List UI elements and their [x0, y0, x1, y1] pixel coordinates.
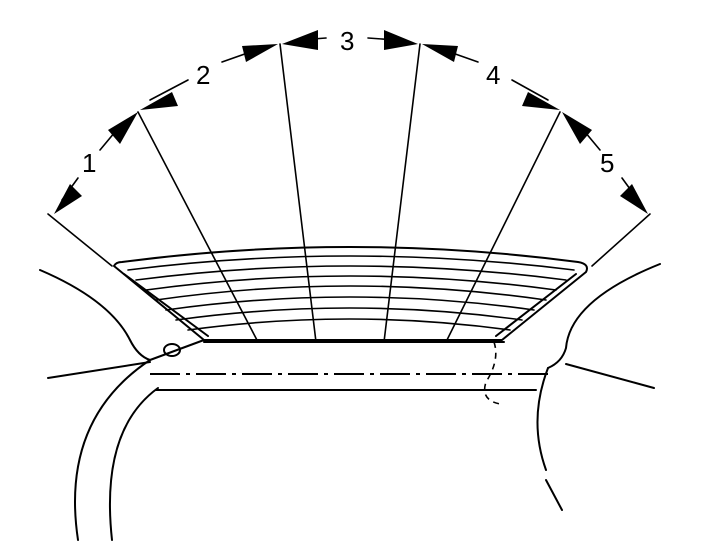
arrowhead [242, 44, 278, 62]
hidden-bracket-outline [483, 341, 501, 405]
segment-division-lines [47, 43, 651, 343]
arrowhead [422, 44, 458, 62]
glass-inner-right-edge [495, 273, 577, 337]
defogger-grid-lines [127, 255, 575, 331]
callout-4: 4 [486, 60, 500, 90]
right-quarter-panel [547, 263, 661, 369]
arrowhead [108, 112, 138, 144]
arrowhead [282, 30, 318, 50]
division-line-3-4 [383, 43, 421, 343]
callout-labels: 1 2 3 4 5 [82, 26, 614, 178]
left-quarter-panel [39, 269, 205, 361]
callout-2: 2 [196, 60, 210, 90]
glass-outline [113, 246, 588, 341]
division-line-right-outer [591, 213, 651, 267]
division-line-1-2 [137, 111, 259, 343]
arrowhead [562, 112, 592, 144]
dim-arc-2-lower [149, 79, 189, 101]
right-pillar-lower [536, 367, 549, 471]
arrowhead [620, 184, 648, 214]
arrowhead [384, 30, 418, 50]
division-line-2-3 [279, 43, 317, 343]
division-line-left-outer [47, 213, 113, 267]
left-wheel-arch-inner [109, 387, 159, 541]
callout-1: 1 [82, 148, 96, 178]
arrowhead [140, 92, 178, 110]
right-body-line [565, 363, 655, 389]
arrowhead [54, 184, 82, 214]
vehicle-body-structure [39, 263, 661, 541]
left-wheel-arch-outer [74, 359, 151, 541]
callout-3: 3 [340, 26, 354, 56]
body-plug-hole [163, 343, 181, 357]
dim-arc-4-lower [511, 79, 549, 101]
callout-5: 5 [600, 148, 614, 178]
right-pillar-tail [545, 479, 563, 511]
glass-inner-left-edge [123, 273, 209, 337]
division-line-4-5 [445, 111, 561, 343]
dimension-arcs [54, 30, 648, 214]
arrowhead [522, 92, 560, 110]
rear-window-glass [113, 246, 588, 341]
left-body-line [47, 361, 151, 379]
